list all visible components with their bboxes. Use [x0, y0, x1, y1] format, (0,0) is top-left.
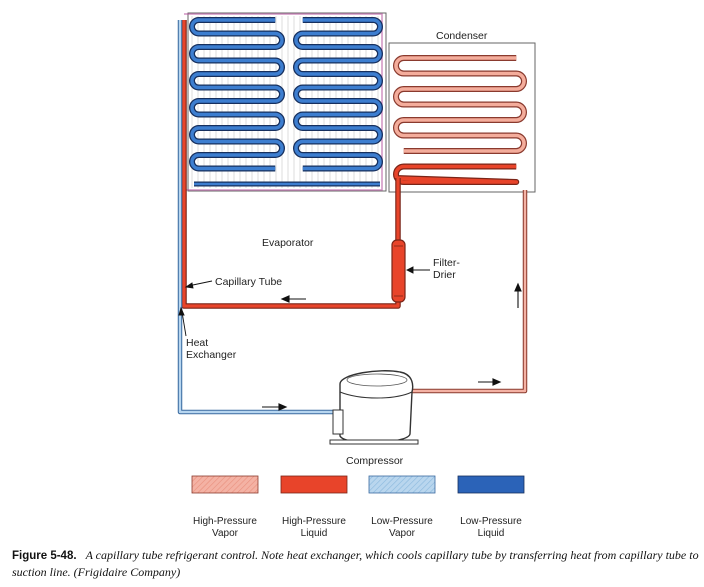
legend-swatch — [191, 475, 259, 494]
filter-drier-label-line1: Filter- — [433, 257, 460, 269]
legend-item-low-pressure-liquid: Low-Pressure Liquid — [457, 475, 525, 539]
arrow-up-icon — [514, 282, 522, 308]
arrow-right-icon — [478, 378, 502, 386]
caption-text: A capillary tube refrigerant control. No… — [12, 548, 699, 579]
heat-exchanger-label-line1: Heat — [186, 337, 208, 349]
condenser — [388, 42, 536, 193]
legend-swatch — [368, 475, 436, 494]
legend-item-low-pressure-vapor: Low-Pressure Vapor — [368, 475, 436, 539]
leader-lines — [178, 266, 430, 337]
refrigeration-diagram: Condenser Evaporator Filter- Drier Capil… — [177, 12, 536, 539]
legend-label-line2: Vapor — [389, 528, 416, 539]
legend-label-line2: Vapor — [212, 528, 239, 539]
liquid-line — [181, 20, 401, 309]
compressor — [329, 370, 419, 445]
legend-label-line1: Low-Pressure — [460, 516, 522, 527]
legend: High-Pressure Vapor High-Pressure Liquid… — [191, 475, 525, 539]
legend-item-high-pressure-liquid: High-Pressure Liquid — [280, 475, 348, 539]
legend-label-line2: Liquid — [478, 528, 505, 539]
condenser-label: Condenser — [436, 30, 488, 42]
legend-label-line1: High-Pressure — [282, 516, 346, 527]
arrow-right-icon — [262, 403, 288, 411]
legend-label-line1: Low-Pressure — [371, 516, 433, 527]
figure-number: Figure 5-48. — [12, 550, 77, 562]
arrow-left-icon — [280, 295, 306, 303]
evaporator-label: Evaporator — [262, 237, 314, 249]
legend-swatch — [457, 475, 525, 494]
legend-swatch — [280, 475, 348, 494]
legend-label-line2: Liquid — [301, 528, 328, 539]
flow-arrows — [262, 282, 522, 411]
evaporator-frame-tube — [184, 13, 383, 191]
discharge-line — [410, 190, 528, 394]
figure-caption: Figure 5-48. A capillary tube refrigeran… — [12, 547, 702, 580]
filter-drier-label-line2: Drier — [433, 269, 456, 281]
capillary-tube-label: Capillary Tube — [215, 276, 282, 288]
suction-line — [177, 20, 340, 415]
evaporator — [184, 12, 387, 192]
compressor-label: Compressor — [346, 455, 404, 467]
legend-item-high-pressure-vapor: High-Pressure Vapor — [191, 475, 259, 539]
legend-label-line1: High-Pressure — [193, 516, 257, 527]
filter-drier — [391, 239, 406, 303]
heat-exchanger-label-line2: Exchanger — [186, 349, 237, 361]
